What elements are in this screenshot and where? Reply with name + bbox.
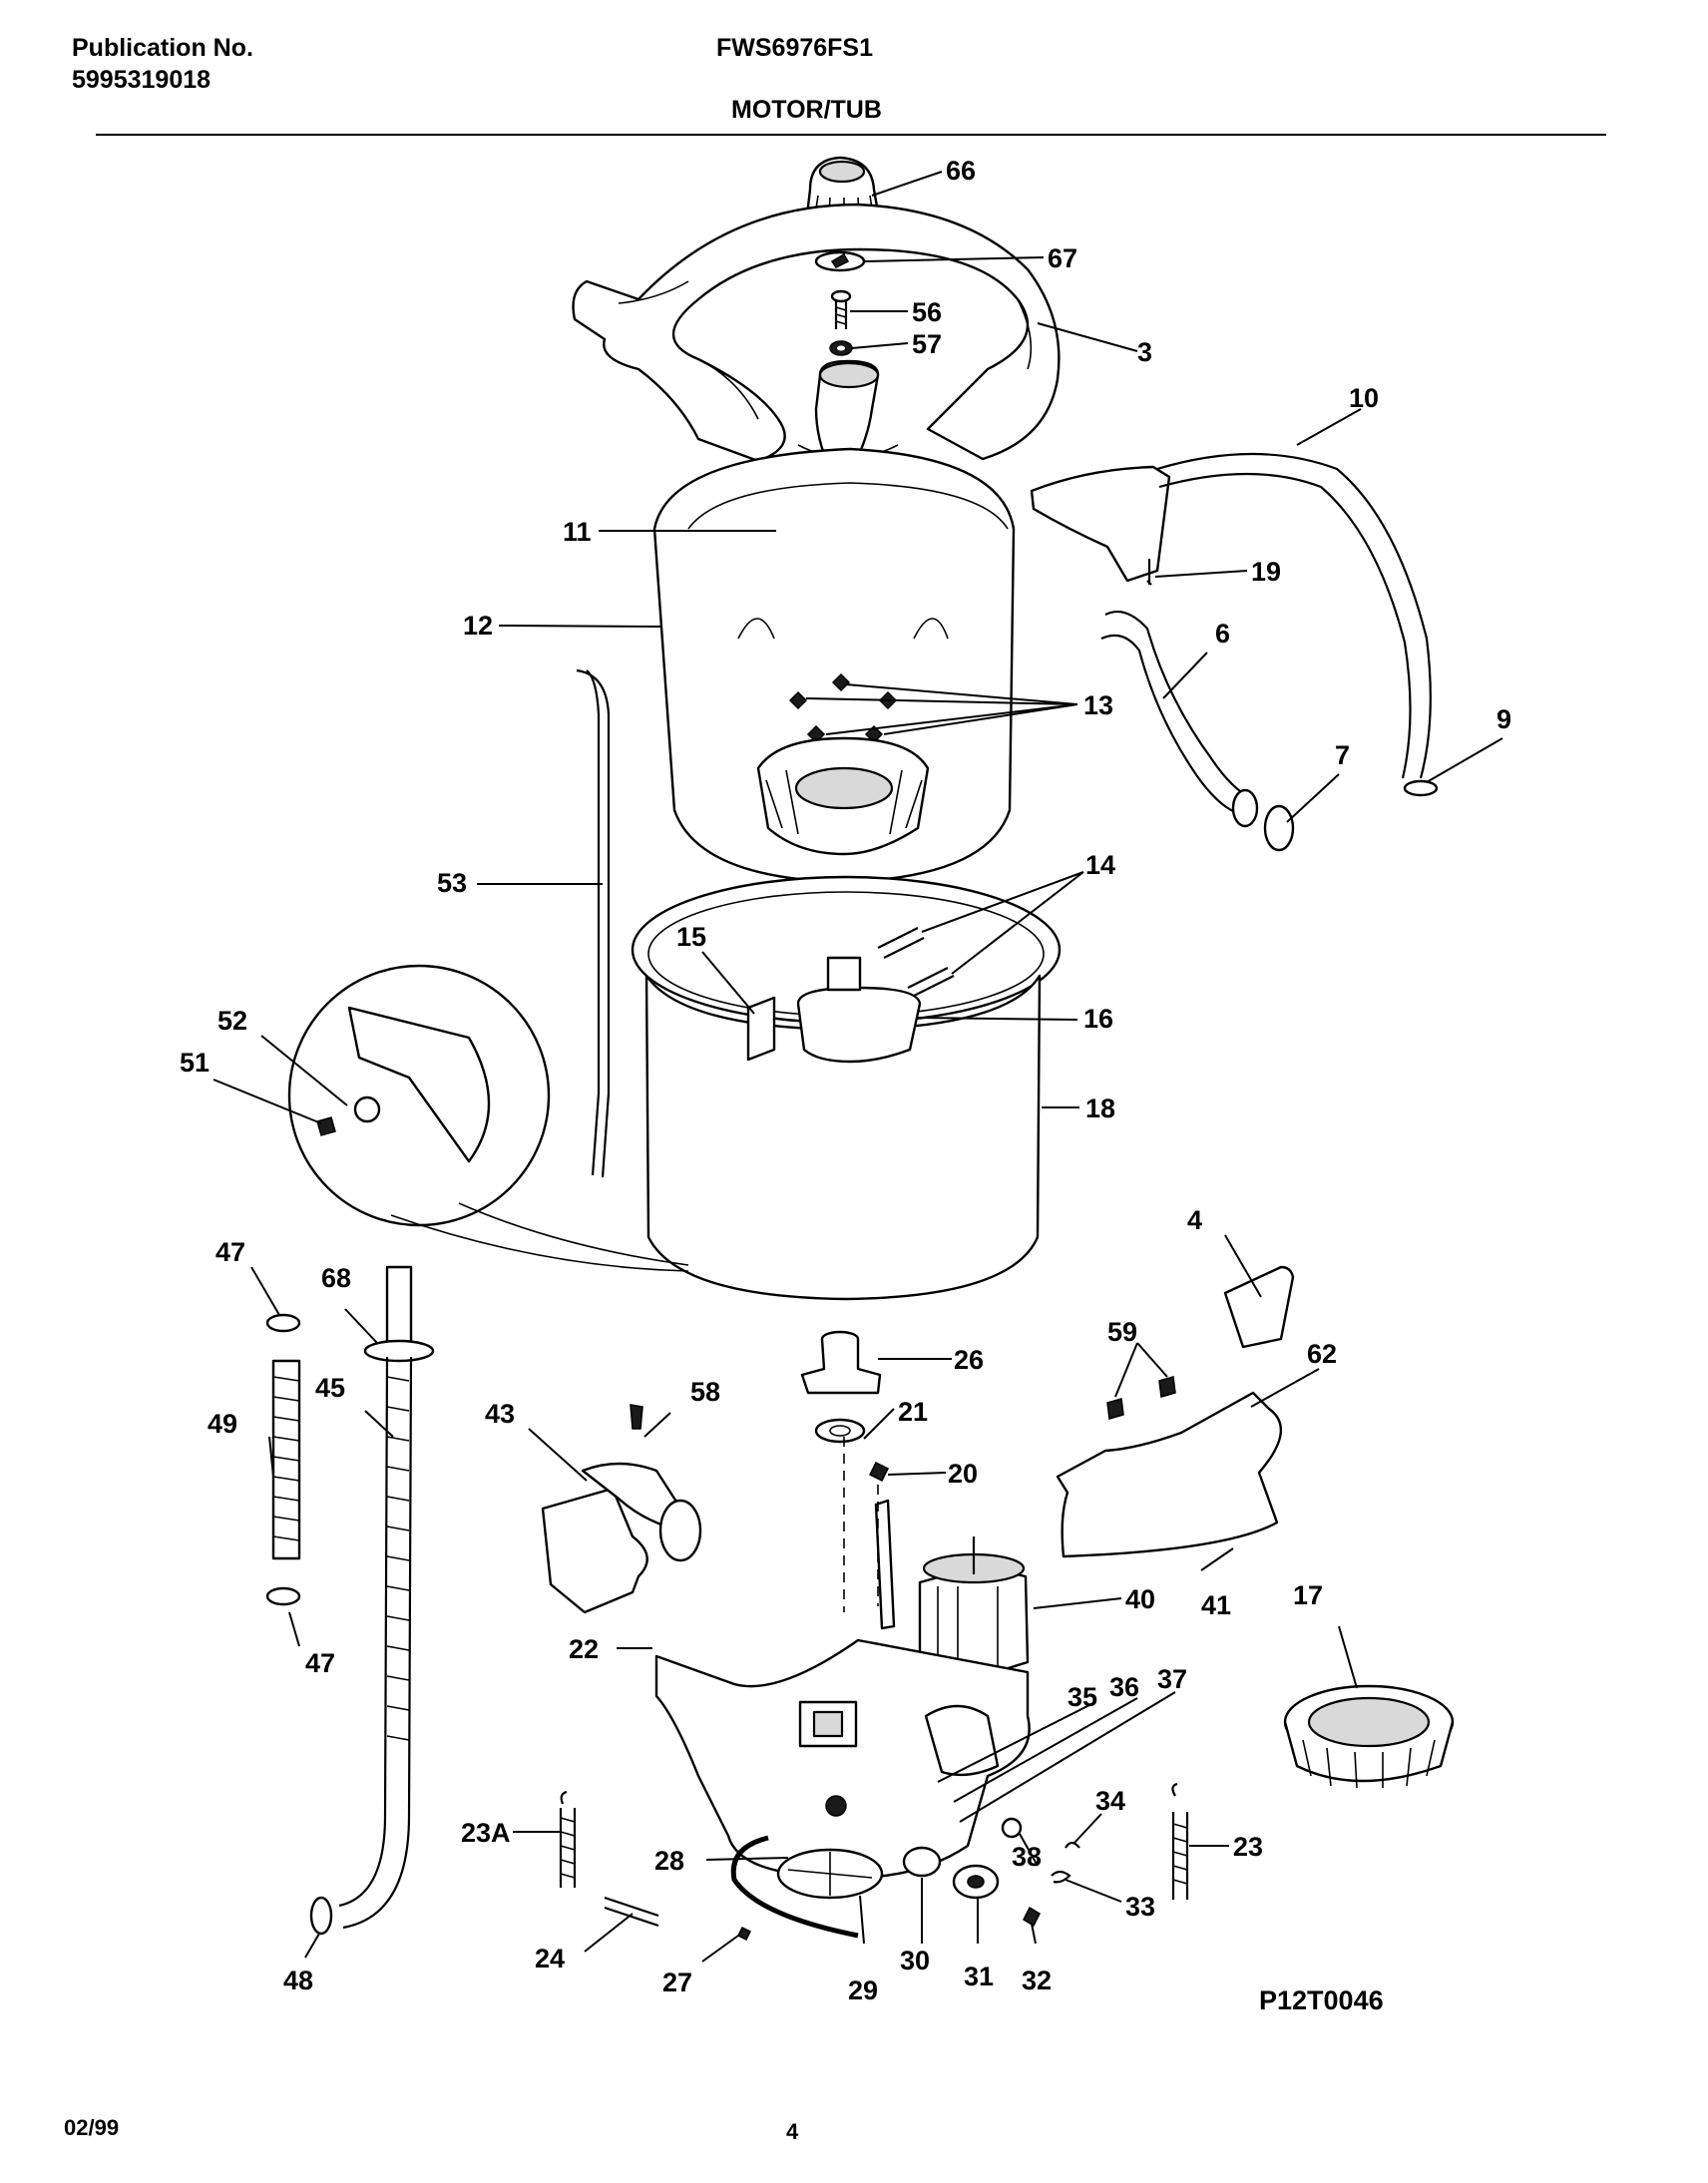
callout-12: 12 [463, 611, 493, 641]
callout-66: 66 [946, 156, 976, 186]
overflow-tube [576, 668, 611, 1178]
callout-47b: 47 [305, 1648, 335, 1678]
footer-date: 02/99 [64, 2115, 120, 2140]
leader-lines [213, 171, 1503, 1963]
callout-16: 16 [1083, 1004, 1113, 1034]
drain-hose-assembly [265, 1265, 435, 1936]
callout-13: 13 [1083, 690, 1113, 720]
page-number: 4 [786, 2119, 799, 2144]
callout-49: 49 [208, 1409, 237, 1439]
callout-68: 68 [321, 1263, 351, 1293]
callout-53: 53 [437, 868, 467, 898]
header-rule [96, 134, 1606, 136]
publication-label: Publication No. [72, 34, 253, 62]
pulley-belt [730, 1835, 884, 1942]
section-title: MOTOR/TUB [731, 96, 882, 124]
callout-43: 43 [485, 1399, 515, 1429]
callout-20: 20 [948, 1459, 978, 1489]
callout-23a: 23A [461, 1818, 511, 1848]
callout-34: 34 [1095, 1786, 1125, 1816]
callout-30: 30 [900, 1946, 930, 1975]
clutch-parts [902, 1817, 1080, 1928]
callout-41: 41 [1201, 1590, 1231, 1620]
callout-37: 37 [1157, 1664, 1187, 1694]
callout-18: 18 [1085, 1093, 1115, 1123]
drain-hose [1100, 611, 1439, 852]
outer-tub [631, 875, 1062, 1301]
callout-27: 27 [662, 1967, 692, 1997]
callout-48: 48 [283, 1965, 313, 1995]
callout-3: 3 [1137, 337, 1152, 367]
inlet-hose [1030, 452, 1432, 779]
wash-basket [652, 447, 1016, 884]
callout-7: 7 [1335, 740, 1350, 770]
callout-15: 15 [676, 922, 706, 952]
callout-45: 45 [315, 1373, 345, 1403]
callout-4: 4 [1187, 1205, 1202, 1235]
callout-32: 32 [1022, 1965, 1052, 1995]
detail-magnifier [287, 964, 689, 1272]
mounting-plate [654, 1437, 1031, 1880]
callout-52: 52 [217, 1006, 247, 1036]
callout-14: 14 [1085, 850, 1115, 880]
callout-29: 29 [848, 1975, 878, 2005]
drain-pump [541, 1404, 702, 1614]
callout-33: 33 [1125, 1892, 1155, 1922]
callout-62: 62 [1307, 1339, 1337, 1369]
callout-10: 10 [1349, 383, 1379, 413]
callout-28: 28 [654, 1846, 684, 1876]
diagram-id: P12T0046 [1259, 1985, 1384, 2015]
callout-23: 23 [1233, 1832, 1263, 1862]
motor-cover [1056, 1265, 1295, 1558]
model-number: FWS6976FS1 [716, 34, 874, 62]
bolt-washer [829, 340, 853, 356]
callout-31: 31 [964, 1962, 994, 1991]
callout-6: 6 [1215, 619, 1230, 649]
callout-24: 24 [535, 1944, 565, 1973]
publication-number: 5995319018 [72, 66, 212, 94]
callout-36: 36 [1109, 1672, 1139, 1702]
callout-40: 40 [1125, 1584, 1155, 1614]
suspension-springs [559, 1782, 1189, 1928]
callout-labels: 66 67 56 57 3 10 11 19 12 6 13 9 7 53 14… [180, 156, 1511, 2005]
drive-hub-parts [800, 1330, 890, 1483]
callout-11: 11 [563, 517, 592, 547]
callout-17: 17 [1293, 1580, 1323, 1610]
callout-59: 59 [1107, 1317, 1137, 1347]
agitator-bolt [830, 289, 852, 329]
callout-22: 22 [569, 1634, 599, 1664]
callout-21: 21 [898, 1397, 928, 1427]
callout-9: 9 [1496, 704, 1511, 734]
drive-motor [918, 1536, 1030, 1680]
callout-35: 35 [1068, 1682, 1097, 1712]
callout-67: 67 [1048, 243, 1077, 273]
callout-57: 57 [912, 329, 942, 359]
callout-38: 38 [1012, 1842, 1042, 1872]
cap-seal [814, 250, 866, 272]
callout-19: 19 [1251, 557, 1281, 587]
callout-58: 58 [690, 1377, 720, 1407]
snubber [1283, 1684, 1455, 1789]
callout-56: 56 [912, 297, 942, 327]
callout-47a: 47 [215, 1237, 245, 1267]
callout-51: 51 [180, 1048, 210, 1078]
callout-26: 26 [954, 1345, 984, 1375]
